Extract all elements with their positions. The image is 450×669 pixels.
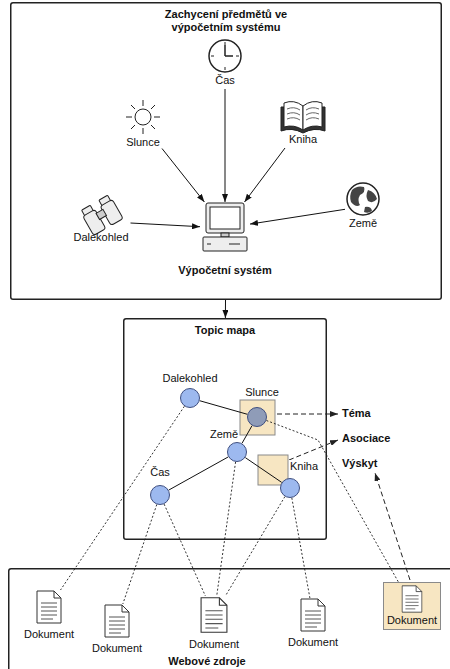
computer-icon [203,203,247,251]
occurrence-line [164,504,205,596]
document-icons [37,591,325,637]
subject-item: Čas [207,38,243,89]
node-label: Dalekohled [71,231,130,244]
book-icon [281,102,325,133]
node-label: Kniha [281,133,325,146]
topic-circle: Slunce [247,407,267,427]
connector [225,89,226,202]
connector [242,426,252,444]
connector [250,209,345,224]
node-label: Země [209,428,239,441]
occurrence-line [123,505,157,605]
occurrence-line [266,421,398,583]
connector [245,458,281,483]
occurrence-line [61,406,185,590]
node-label: Dalekohled [161,372,218,385]
node-label: Dokument [189,638,239,651]
subject-item: Slunce [124,98,162,151]
topic-highlight [240,400,288,485]
node-label: Slunce [124,136,162,149]
region-box: Webové zdrojeDokumentDokumentDokumentDok… [8,568,450,669]
topic-circle: Kniha [280,478,300,498]
document-node: Dokument [104,604,130,638]
connector [245,148,286,202]
occurrence-line [217,462,236,596]
document-node: Dokument [200,596,228,634]
clock-icon [209,40,241,72]
node-label: Země [345,217,381,230]
node-label: Čas [207,74,243,87]
callout-label: Asociace [342,432,390,445]
node-label: Dokument [92,642,142,655]
sun-icon [126,100,160,134]
globe-icon [347,183,379,215]
node-label: Výpočetní systém [178,264,272,277]
document-node: Dokument [300,598,326,632]
computer-node: Výpočetní systém [200,202,250,254]
node-label: Zachycení předmětů ve výpočetním systému [141,8,311,34]
document-node: Dokument [36,590,62,624]
topic-circle: Čas [150,485,170,505]
connector [131,223,201,227]
occurrence-line [292,498,310,598]
callout-label: Téma [342,407,371,420]
connector [169,457,229,490]
callout-label: Výskyt [342,457,377,470]
region-box: Zachycení předmětů ve výpočetním systému… [10,2,442,300]
document-icon [401,585,423,613]
topic-circle: Dalekohled [180,388,200,408]
node-label: Slunce [244,386,280,399]
node-label: Kniha [289,460,319,473]
subject-item: Kniha [281,100,325,148]
connector [225,300,226,318]
subject-item: Dalekohled [71,197,130,246]
leader-arrows [277,414,410,580]
node-label: Dokument [387,614,437,627]
occurrence-line [225,497,285,596]
node-label: Čas [149,466,171,479]
node-label: Webové zdroje [132,655,282,668]
region-box: Topic mapaDalekohledSlunceZeměČasKniha [123,318,327,540]
topic-circle: Země [227,442,247,462]
node-label: Topic mapa [150,324,300,337]
node-label: Dokument [24,628,74,641]
connector [162,149,204,203]
connector [200,401,248,415]
highlighted-document: Dokument [383,582,441,630]
node-label: Dokument [288,636,338,649]
binoculars-icon [80,194,123,235]
subject-item: Země [345,181,381,232]
